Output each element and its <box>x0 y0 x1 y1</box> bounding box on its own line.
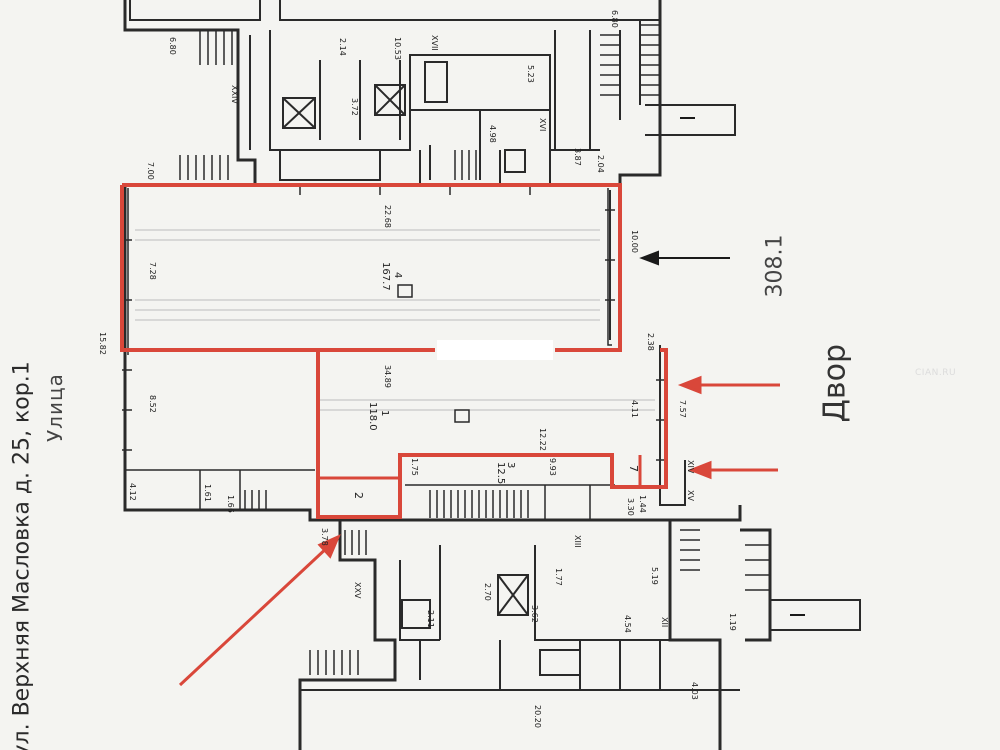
dim-label: 2.11 <box>426 610 435 628</box>
watermark: CIAN.RU <box>915 368 957 378</box>
dim-label: 4.12 <box>128 483 137 501</box>
stairs-middle <box>244 490 529 518</box>
dim-label: 2.04 <box>596 155 605 173</box>
roman-marker: XXV <box>353 582 362 599</box>
dim-label: 4.98 <box>488 125 497 143</box>
plan-code-label: 308.1 <box>762 234 788 298</box>
building-walls-bottom <box>298 520 861 750</box>
label-cutout <box>437 340 553 360</box>
room-1-number: 1 <box>379 410 390 416</box>
room-2-number: 2 <box>352 492 365 499</box>
roman-marker: XV <box>686 490 695 501</box>
dim-label: 5.19 <box>650 567 659 585</box>
dim-label: 20.20 <box>533 705 542 728</box>
room-markers <box>397 284 470 423</box>
address-label: ул. Верхняя Масловка д. 25, кор.1 <box>9 361 35 750</box>
dim-label: 10.53 <box>393 37 402 60</box>
dim-label: 2.14 <box>338 38 347 56</box>
dim-label: 3.72 <box>350 98 359 116</box>
roman-marker: XVI <box>538 118 547 131</box>
dim-label: 4.54 <box>623 615 632 633</box>
dim-label: 7.00 <box>146 162 155 180</box>
roman-marker: XIII <box>573 535 582 548</box>
dim-label: 3.62 <box>530 605 539 623</box>
dim-label: 34.89 <box>383 365 392 388</box>
elevator-shafts-top <box>282 61 526 173</box>
dimension-labels: 22.68 7.28 10.00 15.82 34.89 8.52 12.22 … <box>98 10 737 728</box>
room-4-number: 4 <box>392 272 403 278</box>
yard-arrow <box>639 117 805 616</box>
roman-marker: XVII <box>430 35 439 51</box>
dim-label: 3.30 <box>626 498 635 516</box>
roman-markers: XXIV XVII XVI XXV XIII XII XIV XV <box>230 35 695 627</box>
room-3-area: 12.5 <box>495 462 506 484</box>
dim-label: 7.28 <box>148 262 157 280</box>
roman-marker: XIV <box>686 460 695 474</box>
dim-label: 15.82 <box>98 332 107 355</box>
stairs-bottom <box>309 529 770 675</box>
highlighted-premises <box>120 183 668 519</box>
room-7-number: 7 <box>627 465 640 472</box>
dim-label: 7.57 <box>678 400 687 418</box>
building-walls-top <box>123 0 736 187</box>
dim-label: 10.00 <box>630 230 639 253</box>
dim-label: 8.52 <box>148 395 157 413</box>
dim-label: 9.93 <box>548 458 557 476</box>
street-label: Улица <box>43 373 67 442</box>
dim-label: 6.80 <box>168 37 177 55</box>
dim-label: 2.70 <box>483 583 492 601</box>
dim-label: 22.68 <box>383 205 392 228</box>
dim-label: 6.80 <box>610 10 619 28</box>
dim-label: 1.44 <box>638 495 647 513</box>
dim-label: 3.78 <box>320 528 329 546</box>
elevator-shafts-bottom <box>401 574 581 676</box>
dim-label: 3.87 <box>573 148 582 166</box>
roman-marker: XII <box>660 617 669 627</box>
room-4-area: 167.7 <box>380 262 391 291</box>
dim-label: 2.38 <box>646 333 655 351</box>
dim-label: 5.23 <box>526 65 535 83</box>
room-labels: 4 167.7 1 118.0 3 12.5 2 7 <box>352 262 640 499</box>
dim-label: 1.19 <box>728 613 737 631</box>
dim-label: 4.11 <box>630 400 639 418</box>
room-1-area: 118.0 <box>367 402 378 431</box>
dim-label: 12.22 <box>538 428 547 451</box>
entrance-arrows <box>178 375 780 687</box>
yard-label: Двор <box>817 343 853 423</box>
dim-label: 1.61 <box>203 484 212 502</box>
dim-label: 1.66 <box>226 495 235 513</box>
main-walls <box>123 185 742 522</box>
stairs-top <box>179 24 660 180</box>
roman-marker: XXIV <box>230 85 239 104</box>
dim-label: 1.77 <box>554 568 563 586</box>
interior-hatching <box>135 229 655 411</box>
room-3-number: 3 <box>505 462 516 468</box>
dim-label: 1.75 <box>410 458 419 476</box>
window-marks <box>122 185 666 461</box>
dim-label: 4.03 <box>690 682 699 700</box>
